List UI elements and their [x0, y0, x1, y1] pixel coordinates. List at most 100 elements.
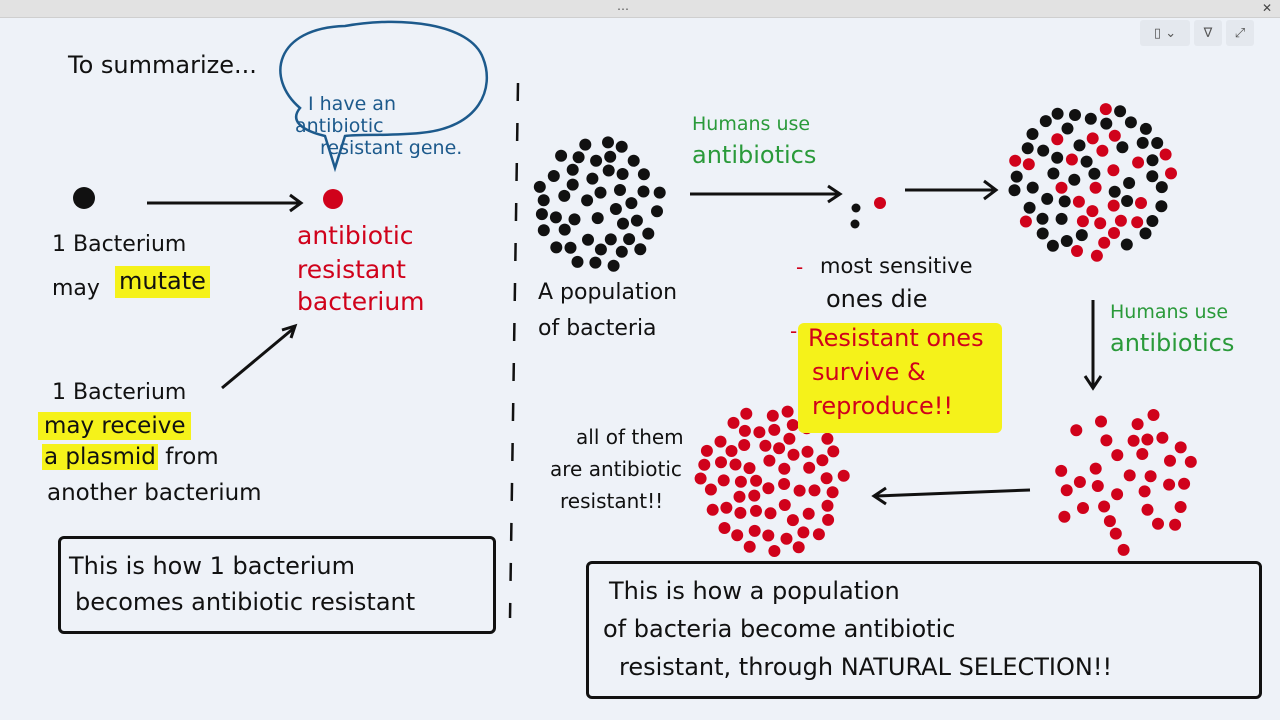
pen-icon[interactable]: ∇ [1194, 20, 1222, 46]
population-bacteria-black-dot [558, 189, 571, 202]
summary-right-line-1: This is how a population [609, 577, 900, 605]
final-resistant-population-red-dot [694, 472, 707, 485]
final-resistant-population-red-dot [743, 540, 756, 553]
population-label-line-1: A population [538, 280, 678, 305]
final-resistant-population-red-dot [787, 448, 800, 461]
resistant-population-red-dot [1164, 454, 1176, 467]
final-resistant-population-red-dot [738, 439, 751, 451]
antibiotics-label-1: antibiotics [692, 141, 817, 169]
may-receive-highlight: may receive [38, 412, 192, 441]
final-resistant-population-red-dot [734, 475, 747, 488]
mixed-population-black-dot [1058, 195, 1071, 208]
final-resistant-population-red-dot [725, 445, 738, 457]
survivor-black-dot [851, 203, 861, 213]
arrow-reproduce [905, 179, 999, 201]
population-bacteria-black-dot [602, 136, 614, 149]
close-icon[interactable]: ✕ [1261, 1, 1272, 15]
final-resistant-population-red-dot [714, 435, 727, 448]
most-sensitive-line-2: ones die [826, 285, 928, 313]
resistant-survive-line-3: reproduce!! [812, 392, 954, 420]
resistant-population-red-dot [1060, 484, 1073, 497]
mixed-population-black-dot [1069, 109, 1081, 121]
resistant-bacterium-line-1: antibiotic [297, 221, 414, 250]
mixed-population-red-dot [1114, 214, 1127, 227]
population-bacteria-black-dot [653, 186, 666, 199]
mixed-population-red-dot [1071, 245, 1083, 257]
a-plasmid-highlight: a plasmid [42, 444, 158, 470]
population-bacteria-black-dot [625, 197, 638, 210]
window-title-bar[interactable]: … ✕ [0, 0, 1280, 18]
mixed-population-red-dot [1019, 215, 1032, 228]
mixed-population-red-dot [1072, 195, 1085, 208]
population-bacteria-black-dot [637, 168, 650, 181]
expand-icon[interactable]: ⤢ [1226, 20, 1254, 46]
population-bacteria-black-dot [582, 233, 594, 246]
final-resistant-population-red-dot [750, 504, 762, 517]
bacterium-red-dot [323, 189, 343, 209]
antibiotics-label-2: antibiotics [1110, 329, 1235, 357]
resistant-survive-line-2: survive & [812, 358, 926, 386]
final-resistant-population-red-dot [780, 532, 793, 545]
one-bacterium-label: 1 Bacterium [52, 232, 187, 257]
mixed-population-black-dot [1061, 122, 1074, 135]
arrow-antibiotics-2 [1083, 300, 1103, 391]
mixed-population-red-dot [1051, 133, 1064, 146]
final-resistant-population-red-dot [715, 456, 727, 469]
mixed-population-black-dot [1146, 170, 1159, 183]
population-bacteria-black-dot [564, 241, 577, 254]
mixed-population-red-dot [1098, 236, 1111, 249]
mixed-population-black-dot [1108, 185, 1121, 198]
final-resistant-population-red-dot [748, 524, 761, 537]
mixed-population-red-dot [1065, 153, 1078, 166]
resistant-population-red-dot [1136, 448, 1149, 460]
summary-right-line-2: of bacteria become antibiotic [603, 615, 956, 643]
mixed-population-red-dot [1131, 216, 1144, 229]
population-bacteria-black-dot [571, 255, 584, 268]
final-resistant-population-red-dot [704, 483, 717, 496]
final-resistant-population-red-dot [822, 513, 835, 526]
divider-line [508, 82, 520, 619]
resistant-population-red-dot [1169, 518, 1182, 531]
population-bacteria-black-dot [615, 245, 628, 258]
mixed-population-red-dot [1135, 197, 1147, 209]
all-of-them-line-3: resistant!! [560, 489, 664, 513]
mixed-population-black-dot [1075, 229, 1088, 242]
mixed-population-black-dot [1047, 167, 1060, 180]
summary-box-right: This is how a population of bacteria bec… [586, 561, 1262, 699]
final-resistant-population-red-dot [766, 409, 779, 422]
population-bacteria-black-dot [533, 180, 546, 193]
mixed-population-black-dot [1088, 167, 1101, 180]
resistant-survive-highlight: Resistant ones survive & reproduce!! [798, 323, 1002, 433]
population-bacteria-black-dot [607, 259, 620, 272]
resistant-population-red-dot [1070, 424, 1083, 437]
mixed-population-red-dot [1086, 132, 1099, 145]
final-resistant-population-red-dot [826, 486, 839, 499]
toolbar: ▯ ⌄ ∇ ⤢ [1140, 20, 1254, 46]
arrow-plasmid [221, 323, 298, 390]
summary-left-line-2: becomes antibiotic resistant [75, 588, 416, 616]
drag-grip-icon[interactable]: … [617, 0, 630, 13]
resistant-population-red-dot [1163, 478, 1176, 491]
from-label: from [165, 444, 219, 470]
whiteboard-canvas[interactable]: To summarize... I have an antibiotic res… [0, 18, 1280, 720]
mixed-population-black-dot [1139, 122, 1152, 135]
population-bacteria-black-dot [547, 170, 560, 182]
layout-toggle-icon[interactable]: ▯ ⌄ [1140, 20, 1190, 46]
population-bacteria-black-dot [549, 211, 562, 224]
final-resistant-population-red-dot [793, 484, 806, 497]
population-bacteria-black-dot [627, 154, 640, 167]
mixed-population-red-dot [1107, 199, 1120, 212]
resistant-population-red-dot [1178, 477, 1191, 490]
resistant-population-red-dot [1184, 455, 1197, 468]
resistant-population-red-dot [1077, 502, 1089, 514]
resistant-survive-line-1: Resistant ones [808, 324, 984, 352]
resistant-population-red-dot [1098, 500, 1111, 513]
bacteria-clusters [533, 103, 1197, 557]
drawing-layer [73, 20, 1197, 619]
mixed-population-black-dot [1021, 142, 1034, 155]
mixed-population-black-dot [1036, 227, 1049, 240]
arrow-antibiotics-1 [690, 184, 843, 204]
all-of-them-line-1: all of them [576, 425, 684, 449]
resistant-population-red-dot [1144, 470, 1157, 483]
mixed-population-red-dot [1086, 205, 1099, 218]
